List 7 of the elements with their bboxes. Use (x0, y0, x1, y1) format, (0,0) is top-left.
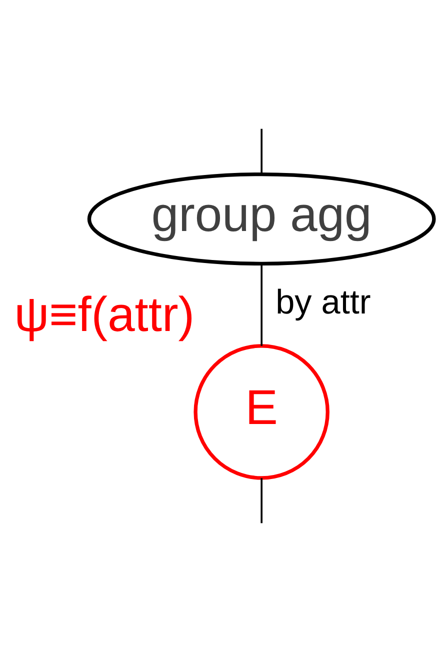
node-label: ψ≡f(attr) (14, 288, 195, 342)
node-ellipse: group agg (87, 172, 436, 266)
connector (260, 128, 262, 174)
connector (260, 478, 262, 524)
node-circle: E (194, 344, 330, 480)
connector (260, 264, 262, 346)
edge-label: by attr (276, 283, 371, 322)
